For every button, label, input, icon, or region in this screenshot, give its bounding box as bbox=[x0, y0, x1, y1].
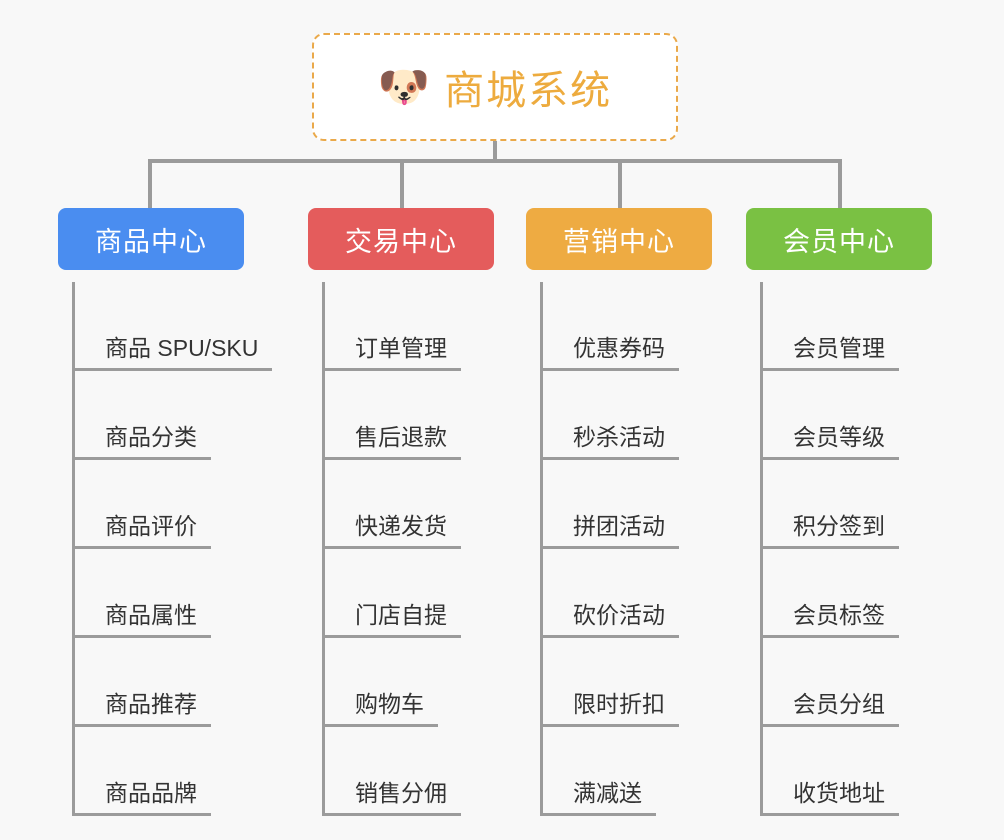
list-item[interactable]: 购物车 bbox=[322, 638, 494, 727]
list-item[interactable]: 商品评价 bbox=[72, 460, 244, 549]
branch-trade-center: 交易中心 订单管理 售后退款 快递发货 门店自提 购物车 销售分佣 bbox=[308, 208, 494, 816]
list-item[interactable]: 秒杀活动 bbox=[540, 371, 712, 460]
list-item[interactable]: 售后退款 bbox=[322, 371, 494, 460]
dog-face-icon: 🐶 bbox=[377, 63, 431, 110]
branch-product-center: 商品中心 商品 SPU/SKU 商品分类 商品评价 商品属性 商品推荐 商品品牌 bbox=[58, 208, 273, 816]
connector-drop-3 bbox=[618, 159, 622, 209]
branch-marketing-center: 营销中心 优惠券码 秒杀活动 拼团活动 砍价活动 限时折扣 满减送 bbox=[526, 208, 712, 816]
list-item[interactable]: 优惠券码 bbox=[540, 282, 712, 371]
list-item[interactable]: 商品品牌 bbox=[72, 727, 244, 816]
list-item[interactable]: 会员等级 bbox=[760, 371, 932, 460]
leaf-label: 商品 SPU/SKU bbox=[72, 329, 273, 371]
connector-horizontal-bus bbox=[148, 159, 842, 163]
branch-header-product-center[interactable]: 商品中心 bbox=[58, 208, 244, 270]
list-item[interactable]: 砍价活动 bbox=[540, 549, 712, 638]
list-item[interactable]: 会员标签 bbox=[760, 549, 932, 638]
connector-drop-1 bbox=[148, 159, 152, 209]
leaf-label: 门店自提 bbox=[322, 596, 461, 638]
leaf-label: 商品品牌 bbox=[72, 774, 211, 816]
list-item[interactable]: 会员管理 bbox=[760, 282, 932, 371]
list-item[interactable]: 门店自提 bbox=[322, 549, 494, 638]
leaf-label: 会员分组 bbox=[760, 685, 899, 727]
list-item[interactable]: 限时折扣 bbox=[540, 638, 712, 727]
leaf-label: 商品推荐 bbox=[72, 685, 211, 727]
leaf-label: 商品属性 bbox=[72, 596, 211, 638]
branch-title: 商品中心 bbox=[95, 226, 207, 257]
leaf-label: 商品分类 bbox=[72, 418, 211, 460]
leaf-label: 收货地址 bbox=[760, 774, 899, 816]
list-item[interactable]: 会员分组 bbox=[760, 638, 932, 727]
connector-drop-4 bbox=[838, 159, 842, 209]
leaf-label: 优惠券码 bbox=[540, 329, 679, 371]
branch-rail-member-center: 会员管理 会员等级 积分签到 会员标签 会员分组 收货地址 bbox=[760, 282, 932, 816]
branch-member-center: 会员中心 会员管理 会员等级 积分签到 会员标签 会员分组 收货地址 bbox=[746, 208, 932, 816]
branch-rail-trade-center: 订单管理 售后退款 快递发货 门店自提 购物车 销售分佣 bbox=[322, 282, 494, 816]
branch-title: 会员中心 bbox=[783, 226, 895, 257]
list-item[interactable]: 商品分类 bbox=[72, 371, 244, 460]
leaf-label: 商品评价 bbox=[72, 507, 211, 549]
leaf-label: 购物车 bbox=[322, 685, 438, 727]
branch-title: 交易中心 bbox=[345, 226, 457, 257]
root-title: 商城系统 bbox=[444, 69, 613, 113]
connector-root-stem bbox=[493, 141, 497, 162]
list-item[interactable]: 积分签到 bbox=[760, 460, 932, 549]
list-item[interactable]: 销售分佣 bbox=[322, 727, 494, 816]
branch-rail-marketing-center: 优惠券码 秒杀活动 拼团活动 砍价活动 限时折扣 满减送 bbox=[540, 282, 712, 816]
leaf-label: 会员等级 bbox=[760, 418, 899, 460]
branch-header-trade-center[interactable]: 交易中心 bbox=[308, 208, 494, 270]
branch-rail-product-center: 商品 SPU/SKU 商品分类 商品评价 商品属性 商品推荐 商品品牌 bbox=[72, 282, 273, 816]
leaf-label: 会员标签 bbox=[760, 596, 899, 638]
leaf-label: 拼团活动 bbox=[540, 507, 679, 549]
list-item[interactable]: 快递发货 bbox=[322, 460, 494, 549]
connector-drop-2 bbox=[400, 159, 404, 209]
leaf-label: 秒杀活动 bbox=[540, 418, 679, 460]
list-item[interactable]: 满减送 bbox=[540, 727, 712, 816]
branch-header-member-center[interactable]: 会员中心 bbox=[746, 208, 932, 270]
list-item[interactable]: 收货地址 bbox=[760, 727, 932, 816]
leaf-label: 积分签到 bbox=[760, 507, 899, 549]
branch-title: 营销中心 bbox=[563, 226, 675, 257]
leaf-label: 限时折扣 bbox=[540, 685, 679, 727]
root-node[interactable]: 🐶 商城系统 bbox=[312, 33, 678, 141]
list-item[interactable]: 商品 SPU/SKU bbox=[72, 282, 273, 371]
leaf-label: 砍价活动 bbox=[540, 596, 679, 638]
leaf-label: 销售分佣 bbox=[322, 774, 461, 816]
list-item[interactable]: 拼团活动 bbox=[540, 460, 712, 549]
leaf-label: 满减送 bbox=[540, 774, 656, 816]
leaf-label: 订单管理 bbox=[322, 329, 461, 371]
list-item[interactable]: 订单管理 bbox=[322, 282, 494, 371]
list-item[interactable]: 商品属性 bbox=[72, 549, 244, 638]
leaf-label: 快递发货 bbox=[322, 507, 461, 549]
list-item[interactable]: 商品推荐 bbox=[72, 638, 244, 727]
leaf-label: 会员管理 bbox=[760, 329, 899, 371]
branch-header-marketing-center[interactable]: 营销中心 bbox=[526, 208, 712, 270]
leaf-label: 售后退款 bbox=[322, 418, 461, 460]
